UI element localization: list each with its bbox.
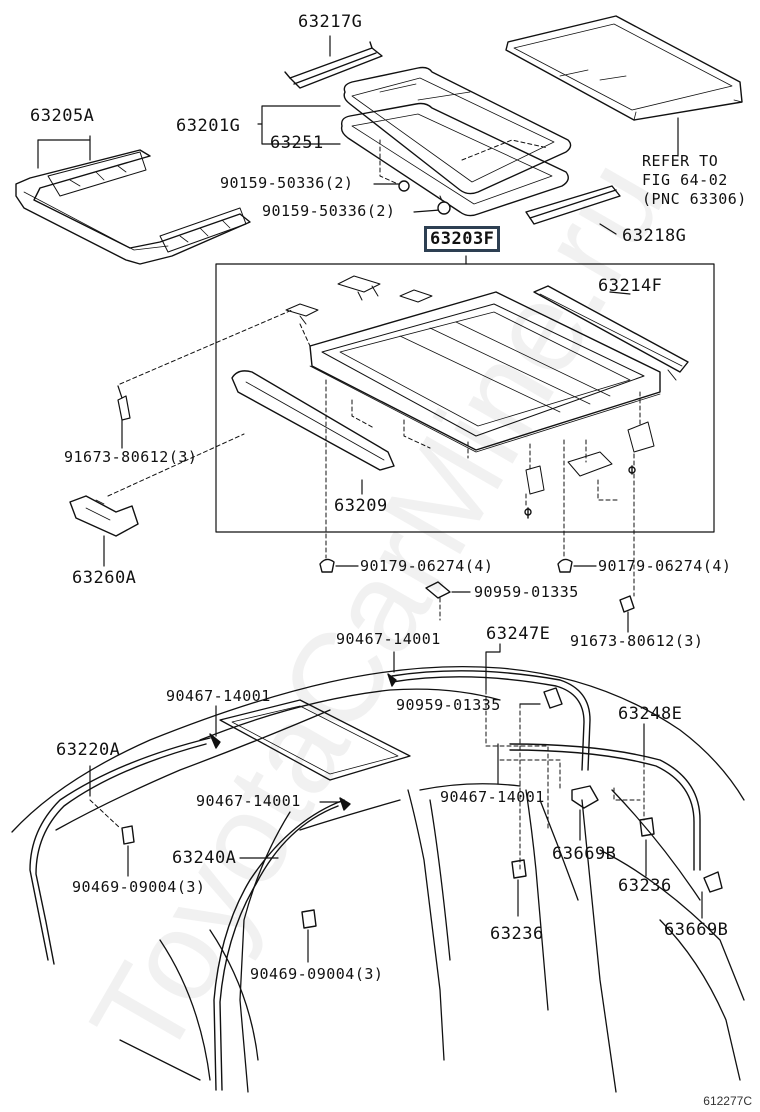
label-63203f-selected[interactable]: 63203F [424,226,501,252]
label-90469-b: 90469-09004(3) [250,965,384,983]
label-90179-left: 90179-06274(4) [360,557,494,575]
label-90467-a: 90467-14001 [336,630,441,648]
note-line-3: (PNC 63306) [642,190,747,208]
label-63217g: 63217G [298,12,363,32]
label-63236-b: 63236 [490,924,544,944]
note-line-2: FIG 64-02 [642,171,728,189]
label-63209: 63209 [334,496,388,516]
label-90959-b: 90959-01335 [396,696,501,714]
label-90469-a: 90469-09004(3) [72,878,206,896]
part-sunroof-housing [309,291,661,453]
label-63236-a: 63236 [618,876,672,896]
part-63251-seal [340,102,569,217]
car-body-outline [11,665,745,1093]
part-sunshade [505,15,743,121]
label-63240a: 63240A [172,848,237,868]
label-63260a: 63260A [72,568,137,588]
label-63205a: 63205A [30,106,95,126]
label-63247e: 63247E [486,624,551,644]
figure-id: 612277C [703,1094,752,1108]
label-90179-right: 90179-06274(4) [598,557,732,575]
part-63201g-glass [343,66,572,195]
label-90959-a: 90959-01335 [474,583,579,601]
label-63201g: 63201G [176,116,241,136]
assembly-63203f-box [215,263,715,533]
part-63214f-rail [533,285,689,381]
label-bolt-a: 90159-50336(2) [220,174,354,192]
label-91673-left: 91673-80612(3) [64,448,198,466]
part-63209-deflector [231,370,395,471]
drain-hoses [29,670,701,1091]
note-line-1: REFER TO [642,152,719,170]
label-63669b-b: 63669B [664,920,729,940]
label-63669b-a: 63669B [552,844,617,864]
label-63220a: 63220A [56,740,121,760]
label-91673-right: 91673-80612(3) [570,632,704,650]
label-63218g: 63218G [622,226,687,246]
label-63248e: 63248E [618,704,683,724]
label-90467-b: 90467-14001 [166,687,271,705]
part-63260a-motor [69,495,139,537]
part-63205a-frame [15,149,251,265]
label-90467-d: 90467-14001 [440,788,545,806]
part-63217g-bracket [284,41,383,89]
label-90467-c: 90467-14001 [196,792,301,810]
label-63251: 63251 [270,133,324,153]
label-bolt-b: 90159-50336(2) [262,202,396,220]
part-63218g-bracket [525,185,621,225]
label-63214f: 63214F [598,276,663,296]
